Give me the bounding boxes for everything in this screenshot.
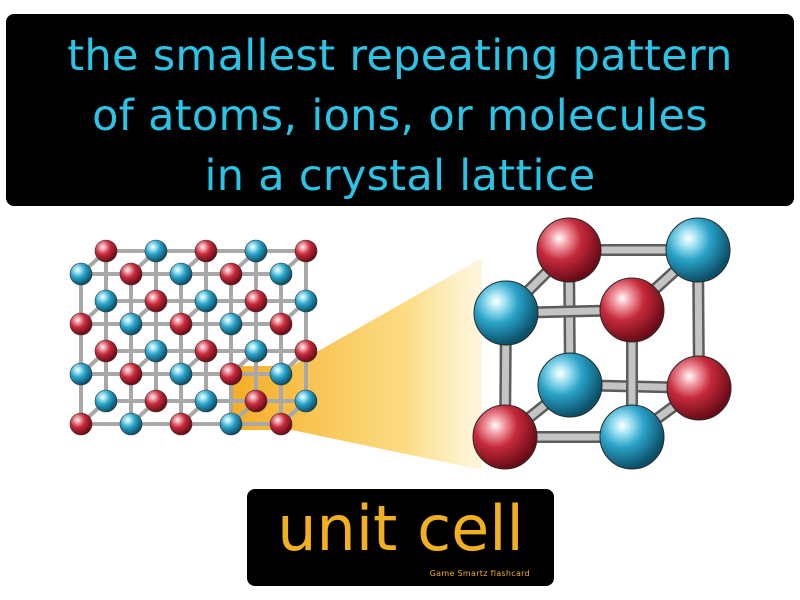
lattice-atom (219, 262, 243, 286)
unit-cell-cube (472, 217, 732, 470)
lattice-atom (294, 289, 318, 313)
lattice-atom (144, 239, 168, 263)
definition-box: the smallest repeating pattern of atoms,… (6, 14, 794, 206)
lattice-atom (294, 339, 318, 363)
lattice-atom (169, 362, 193, 386)
lattice-atom (269, 262, 293, 286)
lattice-atom (219, 312, 243, 336)
lattice-atom (269, 312, 293, 336)
lattice-atom (119, 262, 143, 286)
lattice-atom (244, 239, 268, 263)
definition-line-2: of atoms, ions, or molecules (92, 91, 708, 141)
lattice-atom (169, 412, 193, 436)
term-box: unit cell Game Smartz flashcard (247, 489, 554, 586)
cube-atom (666, 355, 732, 421)
lattice-atom (169, 312, 193, 336)
lattice-atom (169, 262, 193, 286)
lattice-atom (144, 289, 168, 313)
lattice-atom (94, 339, 118, 363)
cube-atom (665, 217, 731, 283)
lattice-atom (194, 289, 218, 313)
cube-atom (599, 404, 665, 470)
lattice-atom (219, 362, 243, 386)
cube-atom (472, 404, 538, 470)
lattice-atom (194, 339, 218, 363)
zoom-highlight (232, 258, 482, 470)
cube-atom (536, 217, 602, 283)
lattice-atom (194, 389, 218, 413)
lattice-atom (269, 362, 293, 386)
lattice-atom (69, 412, 93, 436)
cube-atom (599, 277, 665, 343)
lattice-atom (244, 389, 268, 413)
term-title: unit cell (277, 492, 524, 565)
lattice-atom (219, 412, 243, 436)
lattice-atom (194, 239, 218, 263)
crystal-lattice (69, 239, 318, 436)
lattice-atom (94, 289, 118, 313)
definition-text: the smallest repeating pattern of atoms,… (6, 26, 794, 206)
lattice-atom (294, 389, 318, 413)
lattice-atom (69, 312, 93, 336)
lattice-atom (69, 362, 93, 386)
lattice-atom (69, 262, 93, 286)
definition-line-3: in a crystal lattice (204, 151, 596, 201)
cube-atom (537, 352, 603, 418)
brand-label: Game Smartz flashcard (429, 569, 530, 578)
lattice-atom (144, 339, 168, 363)
lattice-atom (94, 239, 118, 263)
lattice-atom (119, 412, 143, 436)
definition-line-1: the smallest repeating pattern (67, 31, 733, 81)
lattice-atom (269, 412, 293, 436)
cube-atom (473, 280, 539, 346)
lattice-atom (244, 339, 268, 363)
lattice-atom (119, 312, 143, 336)
crystal-illustration (69, 217, 732, 470)
lattice-atom (119, 362, 143, 386)
lattice-atom (244, 289, 268, 313)
lattice-atom (294, 239, 318, 263)
lattice-atom (144, 389, 168, 413)
lattice-atom (94, 389, 118, 413)
